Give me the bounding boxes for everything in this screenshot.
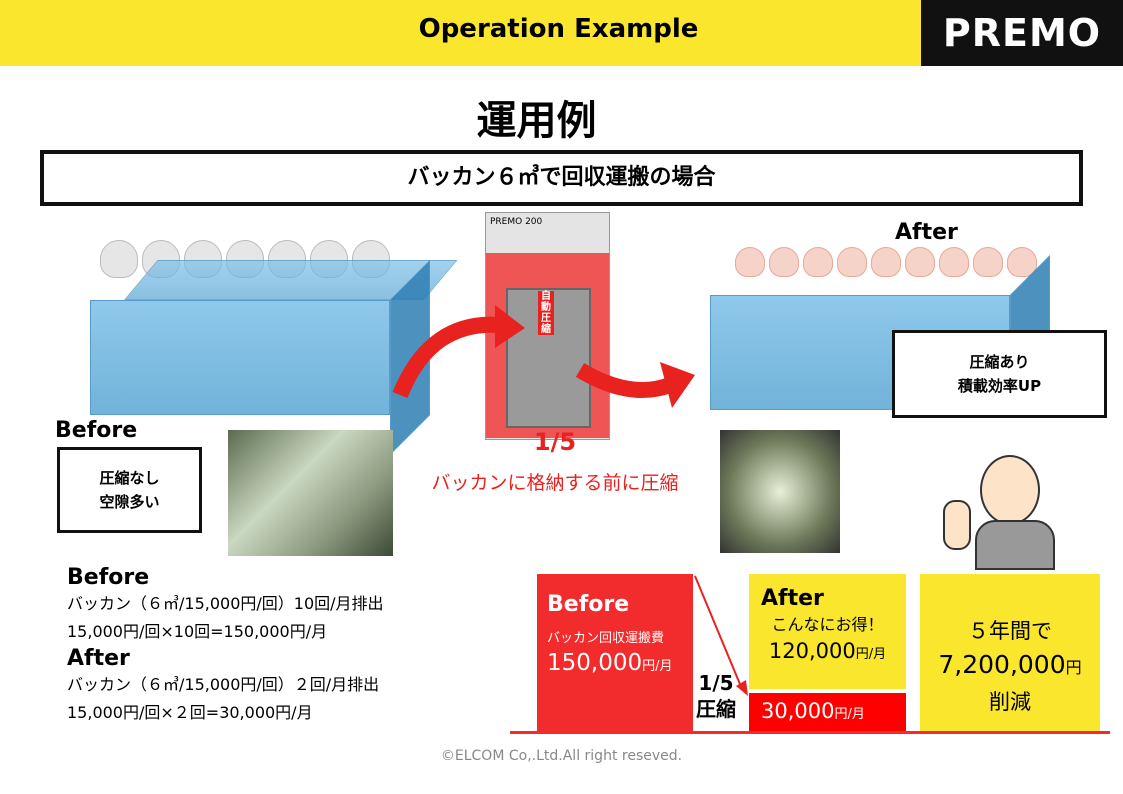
subtitle-box: バッカン６㎥で回収運搬の場合: [40, 150, 1083, 206]
summary-after-amount: 120,000: [768, 639, 856, 663]
page-title: 運用例: [476, 98, 597, 144]
summary-after-box: After こんなにお得！ 120,000円/月: [749, 574, 906, 689]
total-line3: 削減: [989, 690, 1031, 714]
header-title: Operation Example: [418, 14, 699, 44]
callout-line: 圧縮あり: [969, 353, 1030, 371]
baseline-divider: [510, 731, 1110, 734]
before-callout: 圧縮なし 空隙多い: [57, 447, 202, 533]
callout-line: 圧縮なし: [99, 469, 160, 487]
callout-line: 空隙多い: [99, 493, 160, 511]
before-photo: [228, 430, 393, 556]
ratio-text: 1/5: [698, 671, 734, 695]
compress-caption: バッカンに格納する前に圧縮: [431, 472, 679, 494]
machine-sign: 自動圧縮: [538, 291, 554, 335]
after-photo: [720, 430, 840, 553]
arrow-icon: [694, 575, 748, 696]
unit: 円/月: [642, 659, 673, 674]
footer-copyright: ©ELCOM Co,.Ltd.All right reseved.: [440, 748, 683, 764]
premo-logo: PREMO: [921, 0, 1123, 66]
ratio-label: 1/5: [533, 428, 577, 456]
summary-before-title: Before: [547, 592, 630, 617]
calc-line: バッカン（６㎥/15,000円/回）10回/月排出: [67, 594, 384, 613]
before-container-illustration: [90, 240, 458, 455]
before-label: Before: [55, 418, 138, 443]
calc-line: 15,000円/回×２回=30,000円/月: [67, 703, 313, 722]
calc-before-heading: Before: [67, 565, 150, 590]
calc-line: 15,000円/回×10回=150,000円/月: [67, 622, 328, 641]
summary-after-cost-box: 30,000円/月: [749, 693, 906, 732]
total-amount: 7,200,000: [938, 650, 1066, 679]
after-label: After: [895, 220, 958, 245]
calc-line: バッカン（６㎥/15,000円/回）２回/月排出: [67, 675, 380, 694]
ratio-box: 1/5 圧縮: [696, 670, 736, 722]
premo-machine: PREMO 200 自動圧縮: [485, 212, 610, 440]
summary-total-box: ５年間で 7,200,000円 削減: [920, 574, 1100, 732]
summary-after-cost: 30,000: [761, 699, 835, 723]
callout-line: 積載効率UP: [957, 377, 1042, 395]
calc-after-heading: After: [67, 646, 130, 671]
calc-before-section: Before バッカン（６㎥/15,000円/回）10回/月排出 15,000円…: [67, 565, 384, 727]
unit: 円: [1065, 658, 1082, 677]
unit: 円/月: [834, 707, 865, 722]
summary-before-sub: バッカン回収運搬費: [547, 631, 665, 646]
summary-before-box: Before バッカン回収運搬費 150,000円/月: [537, 574, 693, 732]
ratio-sub: 圧縮: [696, 697, 736, 721]
total-line1: ５年間で: [968, 619, 1052, 643]
unit: 円/月: [855, 647, 887, 662]
summary-before-amount: 150,000: [547, 650, 643, 676]
summary-after-sub: こんなにお得！: [771, 615, 884, 634]
process-arrow-icon: [392, 305, 695, 408]
after-callout: 圧縮あり 積載効率UP: [892, 330, 1107, 418]
businessman-ok-illustration: [935, 450, 1070, 570]
summary-after-title: After: [761, 586, 824, 611]
machine-label: PREMO 200: [490, 217, 543, 227]
